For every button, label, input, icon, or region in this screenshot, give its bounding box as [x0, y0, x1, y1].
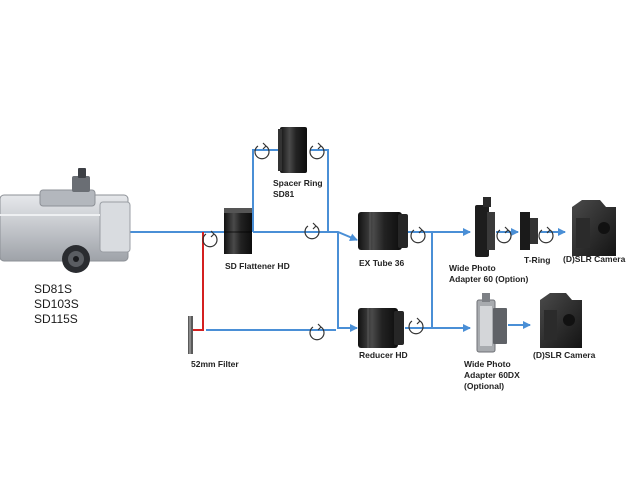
reducer-label: Reducer HD	[359, 350, 408, 360]
wide-adapter-60dx-label-line1: Wide Photo	[464, 359, 511, 369]
rotation-icon	[202, 230, 218, 248]
path-to-filter	[193, 232, 204, 331]
telescope-model-2: SD103S	[34, 297, 79, 311]
telescope-model-1: SD81S	[34, 282, 72, 296]
spacer-ring-label-line2: SD81	[273, 189, 295, 199]
reducer-icon	[358, 308, 404, 348]
path-spacer-to-extube	[310, 149, 329, 232]
t-ring-icon	[520, 212, 538, 250]
light-paths	[130, 149, 566, 332]
wide-adapter-60dx-icon	[476, 293, 507, 353]
path-flattener-to-spacer	[252, 149, 280, 232]
wide-adapter-60dx-label-line3: (Optional)	[464, 381, 504, 391]
wide-adapter-60-label-line1: Wide Photo	[449, 263, 496, 273]
rotation-icon	[304, 222, 320, 240]
telescope-icon	[0, 168, 131, 273]
rotation-icon	[309, 323, 325, 341]
filter-label: 52mm Filter	[191, 359, 239, 369]
rotation-icon	[254, 142, 270, 160]
filter-icon	[188, 316, 193, 354]
rotation-icons	[202, 142, 554, 341]
camera-top-label: (D)SLR Camera	[563, 254, 626, 264]
ex-tube-label: EX Tube 36	[359, 258, 404, 268]
telescope-model-3: SD115S	[34, 312, 78, 326]
rotation-icon	[538, 226, 554, 244]
wide-adapter-60-label-line2: Adapter 60 (Option)	[449, 274, 529, 284]
spacer-ring-label-line1: Spacer Ring	[273, 178, 323, 188]
wide-adapter-60-icon	[475, 197, 495, 257]
rotation-icon	[408, 317, 424, 335]
ex-tube-icon	[358, 212, 408, 250]
camera-bottom-label: (D)SLR Camera	[533, 350, 596, 360]
flattener-label: SD Flattener HD	[225, 261, 290, 271]
wide-adapter-60dx-label-line2: Adapter 60DX	[464, 370, 520, 380]
spacer-ring-icon	[278, 127, 307, 173]
rotation-icon	[496, 226, 512, 244]
t-ring-label: T-Ring	[524, 255, 550, 265]
rotation-icon	[309, 142, 325, 160]
rotation-icon	[410, 226, 426, 244]
camera-icon	[540, 293, 582, 348]
path-to-reducer	[337, 232, 358, 332]
camera-icon	[572, 200, 616, 256]
flattener-icon	[224, 208, 252, 254]
